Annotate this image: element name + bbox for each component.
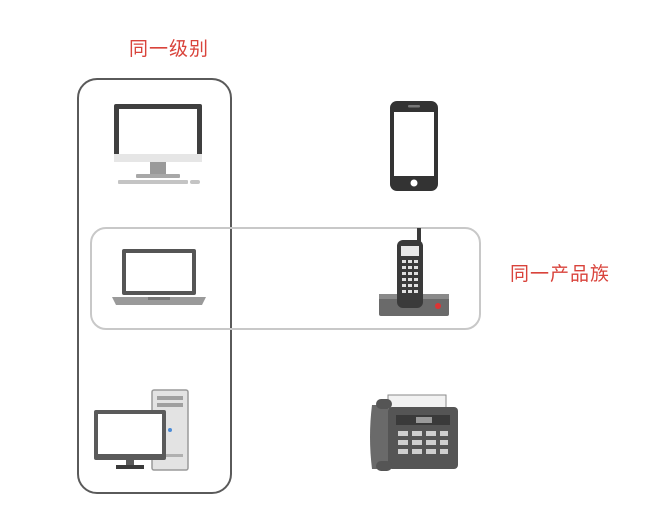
desktop-monitor-icon <box>114 104 202 184</box>
fax-phone-icon <box>370 394 458 471</box>
desktop-tower-pc-icon <box>94 389 189 471</box>
smartphone-icon <box>390 101 438 191</box>
same-level-group-box <box>77 78 232 494</box>
laptop-icon <box>112 249 206 305</box>
same-product-family-label: 同一产品族 <box>510 263 611 285</box>
same-level-label: 同一级别 <box>129 38 210 60</box>
cordless-phone-icon <box>379 228 449 316</box>
same-product-family-group-box <box>90 227 481 330</box>
